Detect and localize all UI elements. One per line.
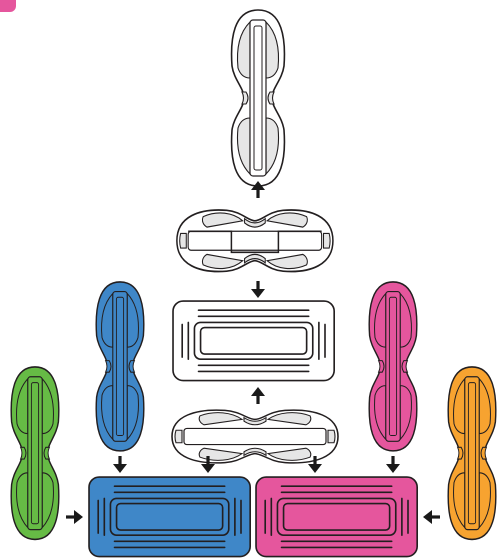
pieces-layer — [10, 9, 497, 558]
green-vertical-peanut — [10, 366, 60, 541]
arrow-down-pink-peanut-to-pink-block — [386, 456, 400, 473]
pink-corner-tab — [0, 0, 16, 12]
arrow-down-neutral-to-blue-block — [201, 456, 215, 473]
arrow-up-to-center-block — [251, 387, 265, 404]
upper-horizontal-peanut-with-slot — [176, 209, 334, 273]
arrow-down-blue-peanut-to-blue-block — [113, 456, 127, 473]
arrow-right-green-to-blue-block — [66, 510, 83, 524]
arrow-down-neutral-to-pink-block — [308, 456, 322, 473]
blue-block — [88, 476, 251, 558]
orange-vertical-peanut — [447, 366, 497, 541]
stepped-slot — [188, 230, 322, 254]
arrow-up-to-top-peanut — [251, 181, 265, 198]
lower-horizontal-peanut — [171, 409, 339, 464]
top-vertical-peanut — [230, 9, 286, 187]
arrow-down-to-center-block — [251, 281, 265, 298]
arrows-layer — [66, 181, 440, 524]
center-rectangular-block — [172, 300, 335, 382]
pink-vertical-peanut — [368, 281, 418, 452]
pink-block — [255, 476, 418, 558]
blue-vertical-peanut — [95, 281, 145, 452]
arrow-left-orange-to-pink-block — [423, 510, 440, 524]
